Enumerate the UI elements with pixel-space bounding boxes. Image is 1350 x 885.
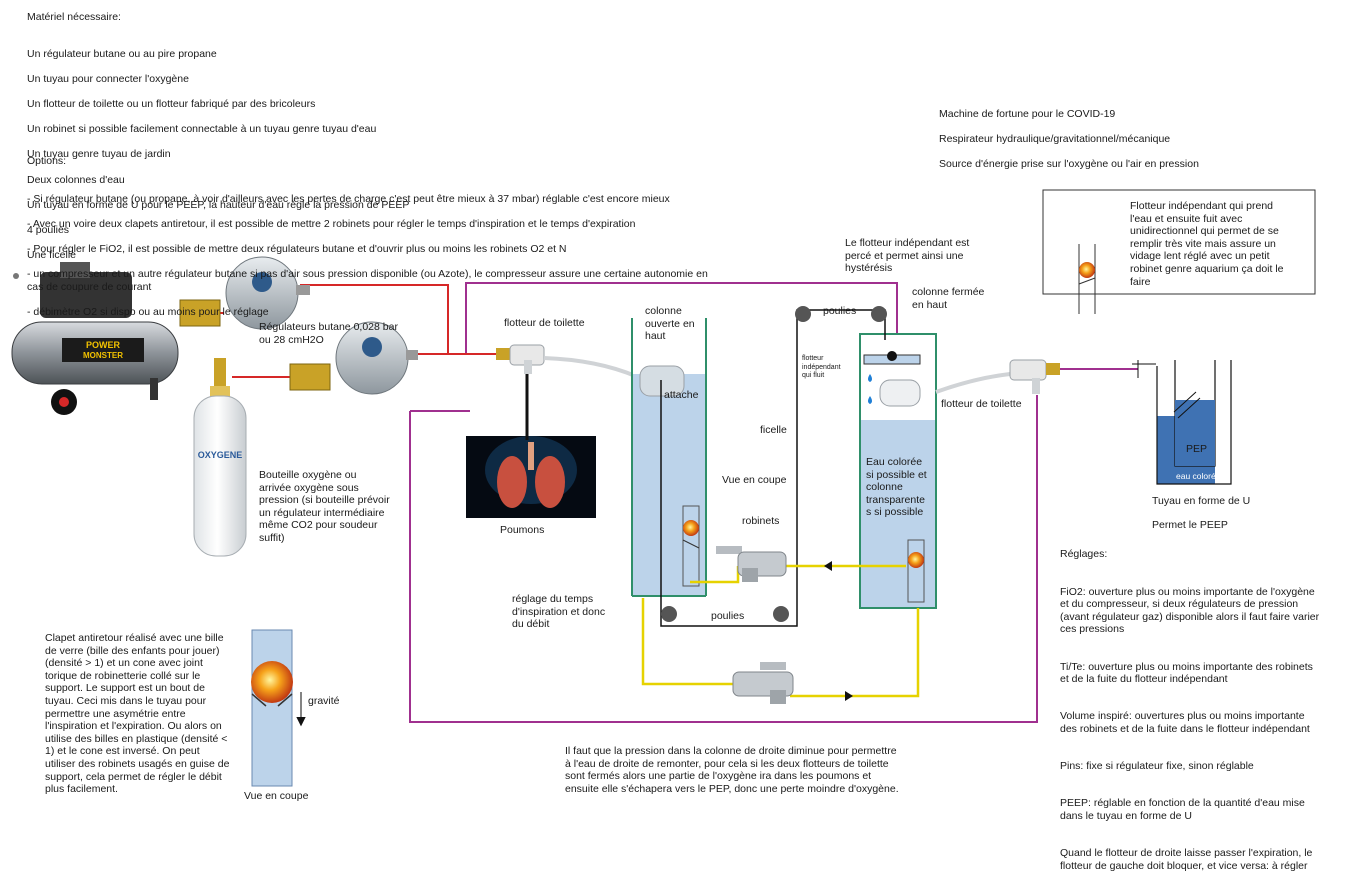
faucet-bottom bbox=[732, 662, 794, 704]
bottle-label: OXYGENE bbox=[198, 450, 243, 460]
label-flotteur-toilette-left: flotteur de toilette bbox=[504, 317, 585, 329]
compressor-brand-2: MONSTER bbox=[83, 351, 123, 360]
options-title: Options: bbox=[27, 155, 67, 167]
compressor-brand-1: POWER bbox=[86, 340, 121, 350]
reglages-item: Ti/Te: ouverture plus ou moins important… bbox=[1060, 660, 1313, 686]
reglages-list: FiO2: ouverture plus ou moins importante… bbox=[1060, 573, 1319, 885]
label-colonne-ouverte: colonne ouverte en haut bbox=[645, 305, 695, 343]
water-line-bottom bbox=[641, 598, 733, 686]
oxygen-bottle: OXYGENE bbox=[193, 358, 247, 557]
label-vue-coupe-bottom: Vue en coupe bbox=[244, 790, 309, 802]
arrow-left bbox=[824, 561, 832, 571]
label-regulateurs: Régulateurs butane 0,028 bar ou 28 cmH2O bbox=[259, 321, 398, 346]
options-item: - un compresseur et un autre régulateur … bbox=[27, 268, 708, 293]
machine-description: Machine de fortune pour le COVID-19 Resp… bbox=[939, 95, 1199, 183]
label-flotteur-small: flotteur indépendant qui fluit bbox=[802, 355, 841, 379]
options-item: - Pour régler le FiO2, il est possible d… bbox=[27, 242, 567, 255]
label-attache: attache bbox=[664, 389, 699, 401]
label-eau-u: eau coloré bbox=[1176, 471, 1216, 481]
reglages-item: FiO2: ouverture plus ou moins importante… bbox=[1060, 585, 1320, 636]
label-reglage-temps: réglage du temps d'inspiration et donc d… bbox=[512, 593, 606, 631]
materiel-title: Matériel nécessaire: bbox=[27, 11, 121, 23]
materiel-item: Un tuyau en forme de U pour le PEEP, la … bbox=[27, 198, 410, 211]
regulator-bottom bbox=[289, 321, 418, 395]
compressor-image: POWER MONSTER bbox=[11, 262, 179, 415]
materiel-item: Un robinet si possible facilement connec… bbox=[27, 123, 377, 136]
clapet-description: Clapet antiretour réalisé avec une bille… bbox=[45, 632, 230, 796]
pulley-top-right bbox=[871, 306, 887, 322]
pulley-bottom-right bbox=[773, 606, 789, 622]
label-tuyau-u: Tuyau en forme de U bbox=[1152, 495, 1251, 507]
reglages-item: Pins: fixe si régulateur fixe, sinon rég… bbox=[1060, 760, 1254, 773]
faucet-top bbox=[716, 546, 787, 582]
label-bouteille: Bouteille oxygène ou arrivée oxygène sou… bbox=[259, 469, 390, 544]
reglages-item: PEEP: réglable en fonction de la quantit… bbox=[1060, 797, 1305, 822]
label-flotteur-independant: Le flotteur indépendant est percé et per… bbox=[845, 237, 970, 275]
regulator-top bbox=[179, 256, 310, 330]
materiel-item: Un tuyau pour connecter l'oxygène bbox=[27, 72, 189, 85]
exhaust-tube bbox=[465, 282, 898, 354]
machine-line: Respirateur hydraulique/gravitationnel/m… bbox=[939, 132, 1171, 145]
u-tube bbox=[1132, 360, 1232, 485]
pulley-system bbox=[660, 306, 887, 627]
label-eau-coloree: Eau colorée si possible et colonne trans… bbox=[866, 456, 927, 519]
label-pep: PEP bbox=[1186, 443, 1208, 455]
label-ficelle: ficelle bbox=[760, 424, 787, 436]
options-item: - débimètre O2 si dispo ou au moins pour… bbox=[27, 305, 269, 318]
lungs-image bbox=[466, 436, 596, 518]
respirator-diagram: POWER MONSTER OXYGENE bbox=[11, 189, 1316, 787]
materiel-item: Un flotteur de toilette ou un flotteur f… bbox=[27, 97, 316, 110]
reglages-title: Réglages: bbox=[1060, 548, 1108, 560]
toilet-valve-right bbox=[935, 359, 1060, 394]
materiel-item: Un tuyau genre tuyau de jardin bbox=[27, 148, 171, 161]
label-permet-peep: Permet le PEEP bbox=[1152, 519, 1228, 531]
label-vue-coupe-mid: Vue en coupe bbox=[722, 474, 787, 486]
float-box bbox=[1042, 189, 1316, 314]
reglages-item: Quand le flotteur de droite laisse passe… bbox=[1060, 847, 1313, 872]
machine-line: Source d'énergie prise sur l'oxygène ou … bbox=[939, 157, 1199, 170]
label-robinets: robinets bbox=[742, 515, 780, 527]
options-list: - Si régulateur butane (ou propane, à vo… bbox=[27, 180, 708, 331]
pulley-top-left bbox=[795, 306, 811, 322]
water-line-bottom-right bbox=[790, 608, 920, 698]
label-gravite: gravité bbox=[308, 695, 340, 707]
options-item: - Avec un voire deux clapets antiretour,… bbox=[27, 217, 636, 230]
options-item: - Si régulateur butane (ou propane, à vo… bbox=[27, 192, 670, 205]
materiel-item: Une ficelle bbox=[27, 249, 77, 262]
machine-line: Machine de fortune pour le COVID-19 bbox=[939, 107, 1116, 120]
materiel-item: Un régulateur butane ou au pire propane bbox=[27, 47, 217, 60]
exhaust-return-tube bbox=[409, 395, 1038, 723]
materiel-item: 4 poulies bbox=[27, 223, 70, 236]
label-flotteur-toilette-right: flotteur de toilette bbox=[941, 398, 1022, 410]
bottom-note: Il faut que la pression dans la colonne … bbox=[565, 745, 899, 795]
label-poulies-bottom: poulies bbox=[711, 610, 745, 622]
float-box-text: Flotteur indépendant qui prend l'eau et … bbox=[1130, 200, 1284, 288]
check-valve-illustration bbox=[251, 629, 306, 787]
label-poulies-top: poulies bbox=[823, 305, 857, 317]
arrow-right bbox=[845, 691, 853, 701]
label-colonne-fermee: colonne fermée en haut bbox=[912, 286, 985, 311]
toilet-valve-left bbox=[496, 344, 641, 380]
column-left bbox=[631, 318, 707, 597]
materiel-item: Deux colonnes d'eau bbox=[27, 173, 125, 186]
pulley-bottom-left bbox=[661, 606, 677, 622]
oxygen-line-compressor bbox=[300, 284, 449, 354]
materiel-list: Un régulateur butane ou au pire propane … bbox=[27, 35, 409, 274]
reglages-item: Volume inspiré: ouvertures plus ou moins… bbox=[1060, 710, 1310, 735]
label-poumons: Poumons bbox=[500, 524, 545, 536]
column-right bbox=[859, 333, 937, 609]
